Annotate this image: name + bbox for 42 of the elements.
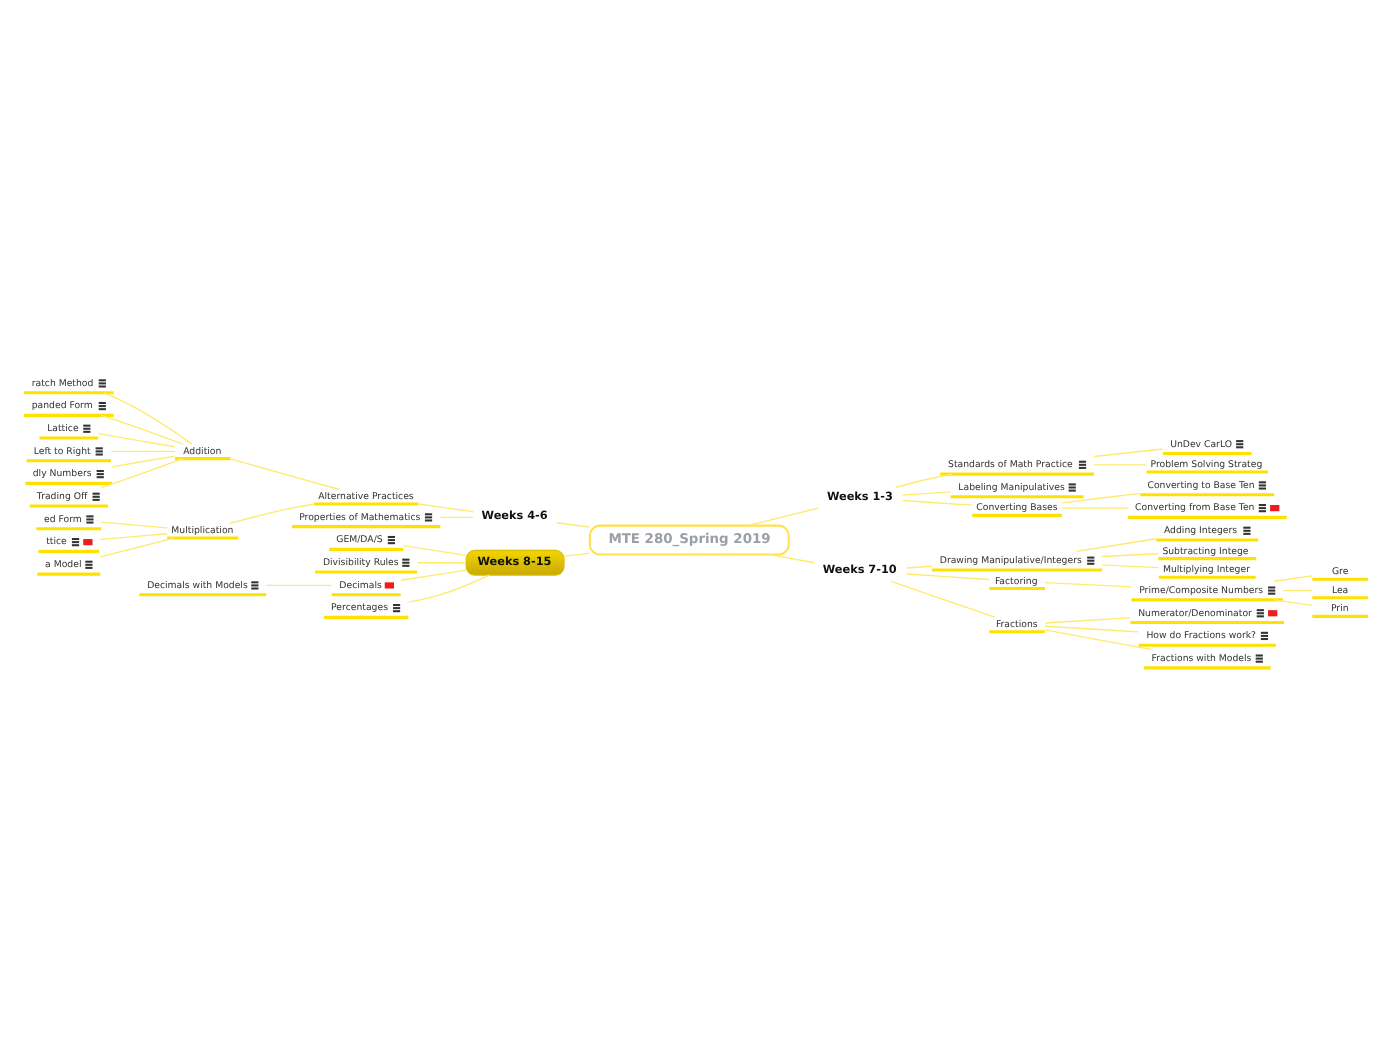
connector	[416, 561, 467, 563]
connector	[103, 391, 193, 444]
connector	[1093, 463, 1147, 465]
connector	[1093, 447, 1164, 457]
connector	[1061, 491, 1141, 503]
connector	[1101, 563, 1160, 568]
connector	[97, 432, 176, 447]
connector	[100, 413, 184, 444]
connector	[1061, 506, 1129, 508]
connector	[1044, 580, 1133, 587]
connector	[895, 472, 954, 488]
connector	[1044, 628, 1152, 649]
connector	[905, 564, 933, 568]
connector	[1044, 616, 1131, 623]
connector	[111, 454, 176, 467]
connector	[901, 490, 952, 495]
connector	[229, 457, 340, 490]
connector	[110, 449, 176, 452]
connector	[417, 502, 474, 512]
connector	[768, 552, 816, 563]
connector	[556, 521, 591, 527]
connector	[100, 520, 168, 528]
connector	[99, 536, 175, 557]
connector	[1282, 588, 1313, 591]
connector	[1273, 598, 1313, 605]
connector	[407, 573, 491, 602]
connector	[747, 506, 820, 526]
connector	[1101, 552, 1159, 557]
connector	[1273, 574, 1313, 581]
connector	[905, 572, 990, 580]
connector	[563, 551, 591, 557]
connector	[100, 457, 184, 488]
connector	[901, 498, 973, 505]
connector	[890, 579, 996, 617]
connector	[1075, 537, 1157, 552]
connector	[439, 515, 474, 518]
connector	[98, 532, 168, 540]
connector	[402, 544, 467, 555]
connector	[1044, 624, 1139, 632]
connector	[228, 502, 315, 524]
connector	[265, 583, 332, 586]
connector	[400, 568, 467, 580]
